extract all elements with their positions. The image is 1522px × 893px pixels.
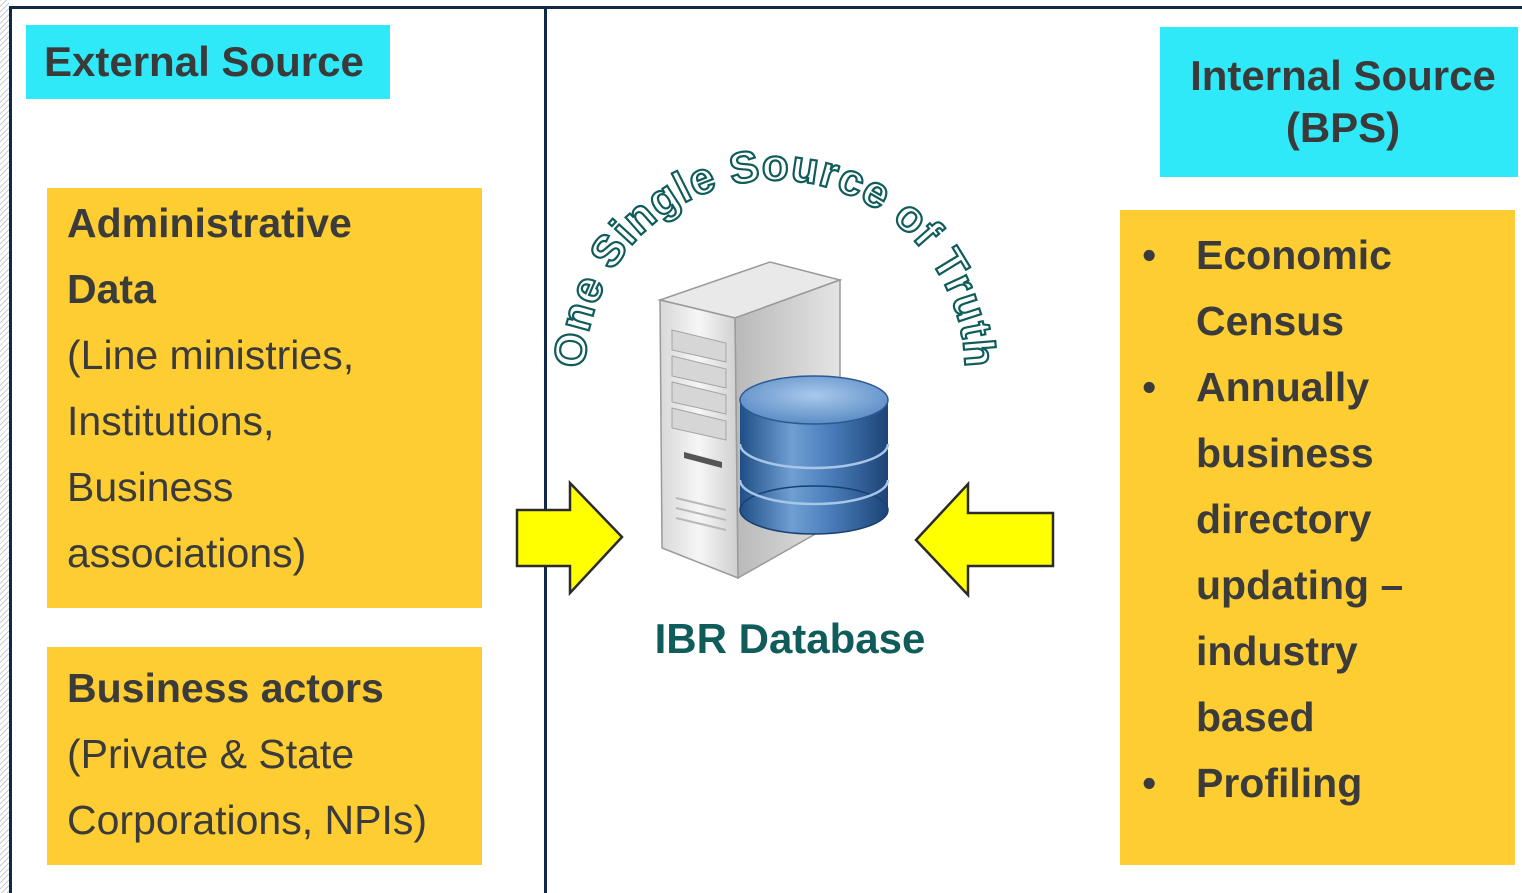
section-divider (544, 6, 547, 893)
database-label: IBR Database (654, 615, 926, 662)
actors-title: Business actors (67, 665, 384, 711)
admin-detail-line: Institutions, (67, 398, 275, 444)
internal-source-box: Economic Census Annually business direct… (1120, 210, 1515, 865)
list-item-line: updating – (1196, 562, 1404, 608)
internal-source-label-line2: (BPS) (1285, 104, 1401, 151)
external-source-label: External Source (26, 25, 390, 99)
decorative-border (0, 0, 9, 893)
admin-title-line2: Data (67, 266, 156, 312)
list-item-profiling: Profiling (1120, 750, 1515, 816)
actors-detail-line: (Private & State (67, 731, 355, 777)
external-source-label-text: External Source (44, 37, 364, 85)
diagram-frame (9, 6, 1522, 893)
list-item-economic-census: Economic Census (1120, 222, 1515, 354)
list-item-line: Profiling (1196, 760, 1363, 806)
internal-source-list: Economic Census Annually business direct… (1120, 222, 1515, 816)
admin-title-line1: Administrative (67, 200, 352, 246)
arrow-right-icon (515, 479, 624, 597)
actors-detail-line: Corporations, NPIs) (67, 797, 428, 843)
business-actors-box: Business actors (Private & State Corpora… (47, 647, 482, 865)
admin-detail-line: (Line ministries, (67, 332, 355, 378)
arrow-left-icon (914, 480, 1055, 599)
list-item-line: industry (1196, 628, 1358, 674)
admin-detail-line: Business (67, 464, 234, 510)
list-item-line: Annually (1196, 364, 1370, 410)
admin-detail-line: associations) (67, 530, 307, 576)
list-item-line: based (1196, 694, 1315, 740)
list-item-annual-directory-updating: Annually business directory updating – i… (1120, 354, 1515, 750)
list-item-line: Economic (1196, 232, 1392, 278)
administrative-data-box: Administrative Data (Line ministries, In… (47, 188, 482, 608)
internal-source-label: Internal Source (BPS) (1160, 27, 1518, 177)
internal-source-label-line1: Internal Source (1190, 51, 1496, 99)
database-icon (738, 375, 890, 535)
list-item-line: directory (1196, 496, 1372, 542)
list-item-line: business (1196, 430, 1374, 476)
list-item-line: Census (1196, 298, 1345, 344)
